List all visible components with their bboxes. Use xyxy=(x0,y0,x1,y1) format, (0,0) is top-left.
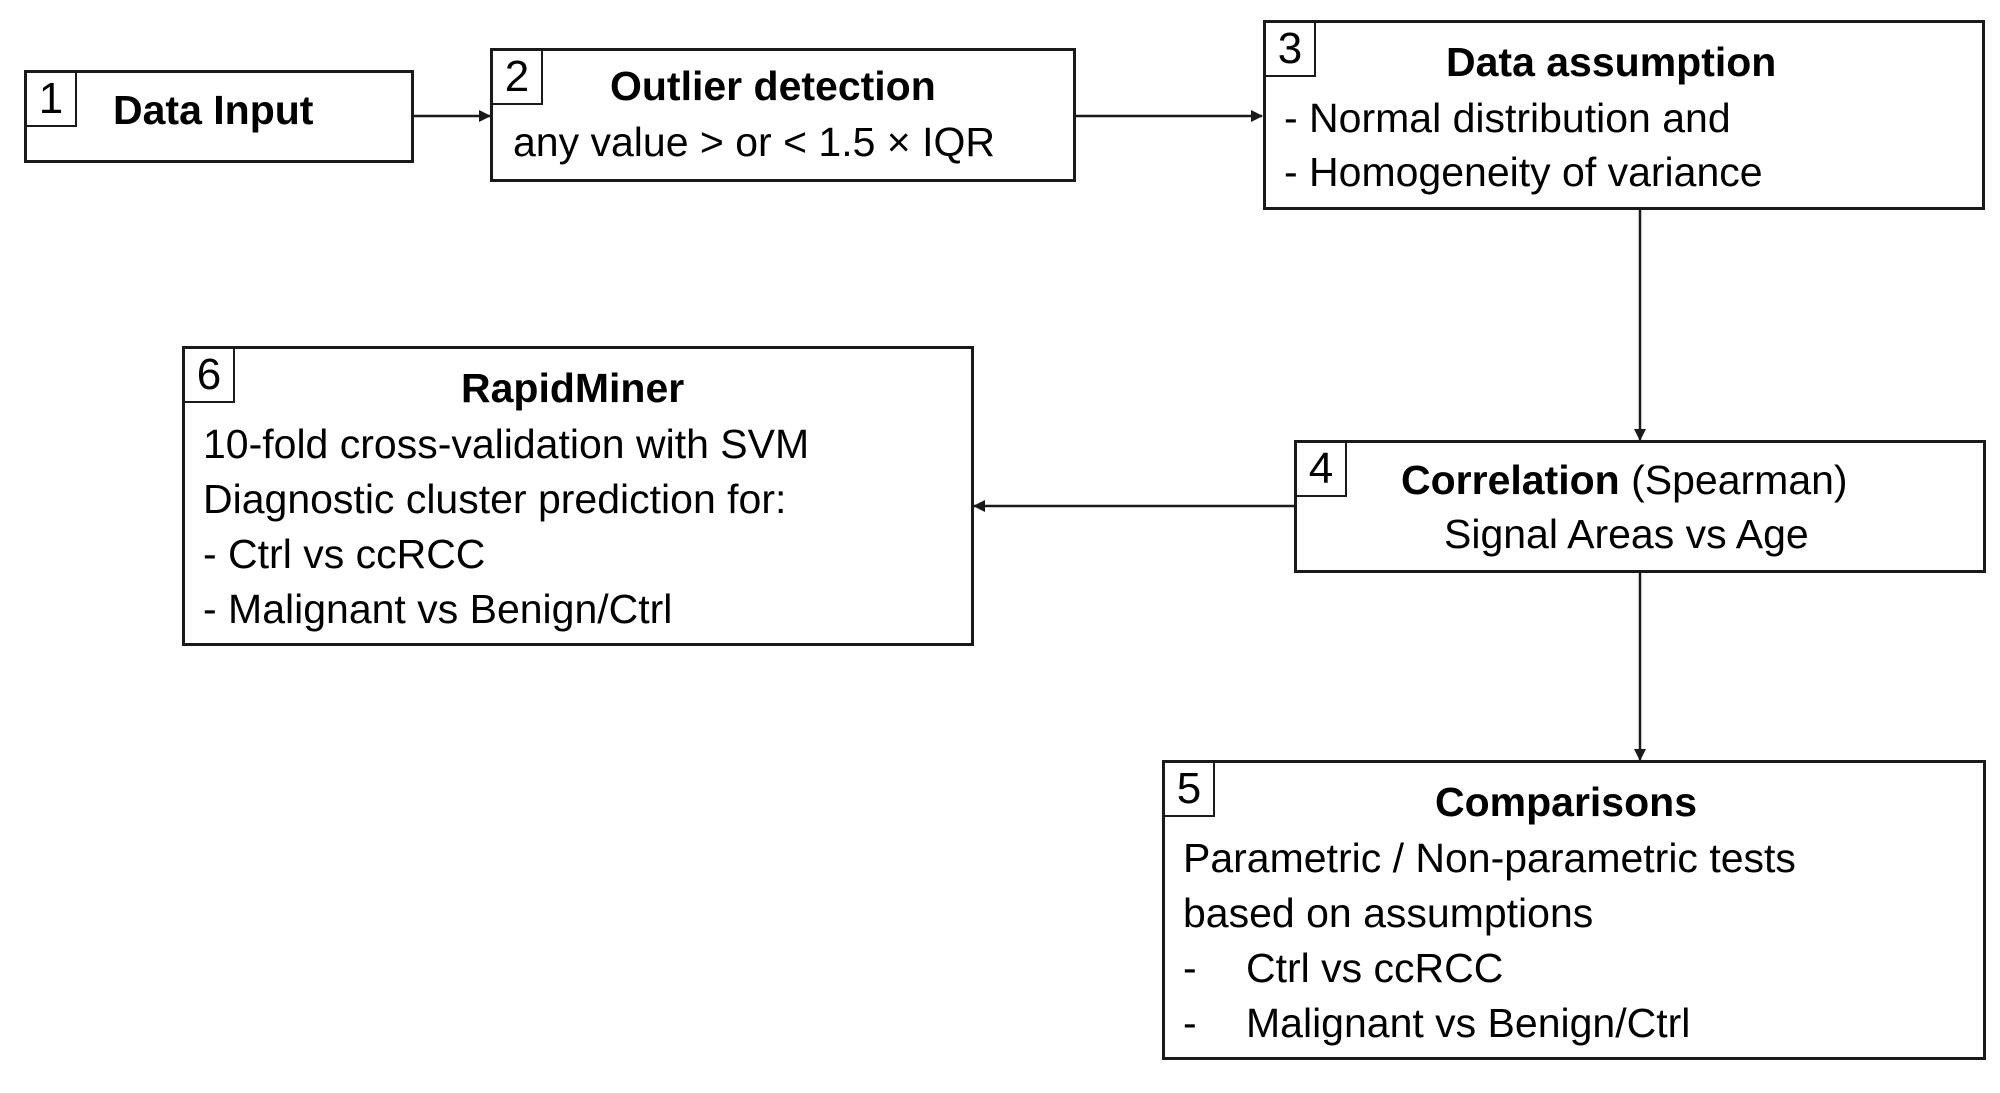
step-description: - Malignant vs Benign/Ctrl xyxy=(203,586,673,632)
comparison-item: - Ctrl vs ccRCC xyxy=(1183,945,1503,992)
step-description: based on assumptions xyxy=(1183,890,1594,936)
step-title: Data Input xyxy=(113,87,314,133)
step-number: 1 xyxy=(27,73,77,127)
step-description: 10-fold cross-validation with SVM xyxy=(203,421,810,467)
step-description: - Normal distribution and xyxy=(1284,95,1731,141)
comparison-item-text: Ctrl vs ccRCC xyxy=(1246,945,1504,991)
step-2-box: 2 Outlier detection any value > or < 1.5… xyxy=(490,48,1076,182)
step-description: Parametric / Non-parametric tests xyxy=(1183,835,1796,881)
comparison-item: - Malignant vs Benign/Ctrl xyxy=(1183,1000,1690,1047)
step-6-box: 6 RapidMiner 10-fold cross-validation wi… xyxy=(182,346,974,646)
step-number: 2 xyxy=(493,51,543,105)
step-description: Signal Areas vs Age xyxy=(1444,511,1809,557)
step-1-box: 1 Data Input xyxy=(24,70,414,163)
step-number: 3 xyxy=(1266,23,1316,77)
step-title: Outlier detection xyxy=(610,63,936,109)
comparison-item-text: Malignant vs Benign/Ctrl xyxy=(1246,1000,1691,1046)
step-description: - Ctrl vs ccRCC xyxy=(203,531,486,577)
step-number: 6 xyxy=(185,349,235,403)
list-marker: - xyxy=(1183,1000,1197,1046)
step-description: any value > or < 1.5 × IQR xyxy=(513,119,996,165)
step-title: Data assumption xyxy=(1446,39,1777,85)
step-number: 5 xyxy=(1165,763,1215,817)
step-title-main: Correlation xyxy=(1401,457,1620,503)
list-marker: - xyxy=(1183,945,1197,991)
step-title: Correlation (Spearman) xyxy=(1401,457,1848,504)
step-description: - Homogeneity of variance xyxy=(1284,149,1763,195)
step-5-box: 5 Comparisons Parametric / Non-parametri… xyxy=(1162,760,1986,1060)
step-3-box: 3 Data assumption - Normal distribution … xyxy=(1263,20,1985,210)
step-number: 4 xyxy=(1297,443,1347,497)
step-4-box: 4 Correlation (Spearman) Signal Areas vs… xyxy=(1294,440,1986,573)
step-description: Diagnostic cluster prediction for: xyxy=(203,476,787,522)
step-title-suffix: (Spearman) xyxy=(1631,457,1848,503)
step-title: Comparisons xyxy=(1435,779,1697,825)
step-title: RapidMiner xyxy=(461,365,685,411)
